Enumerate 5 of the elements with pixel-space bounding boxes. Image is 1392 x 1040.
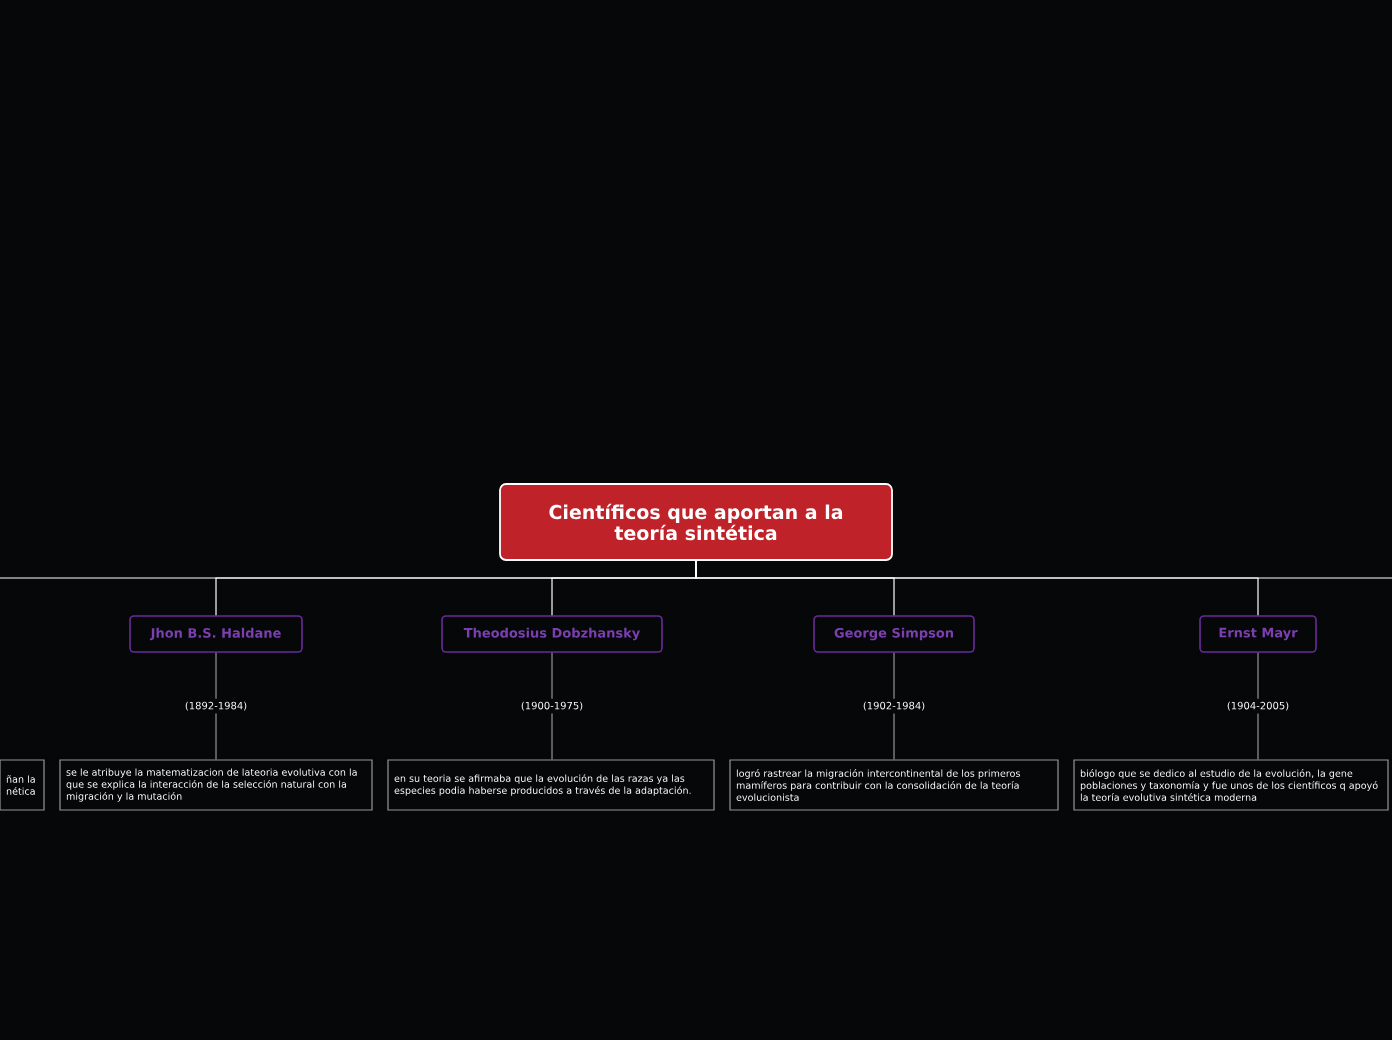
title-box: Científicos que aportan a la teoría sintética <box>499 483 893 561</box>
connector-line <box>551 652 553 760</box>
connector-line <box>215 652 217 760</box>
connector-line <box>893 652 895 760</box>
connector-line <box>1257 652 1259 760</box>
